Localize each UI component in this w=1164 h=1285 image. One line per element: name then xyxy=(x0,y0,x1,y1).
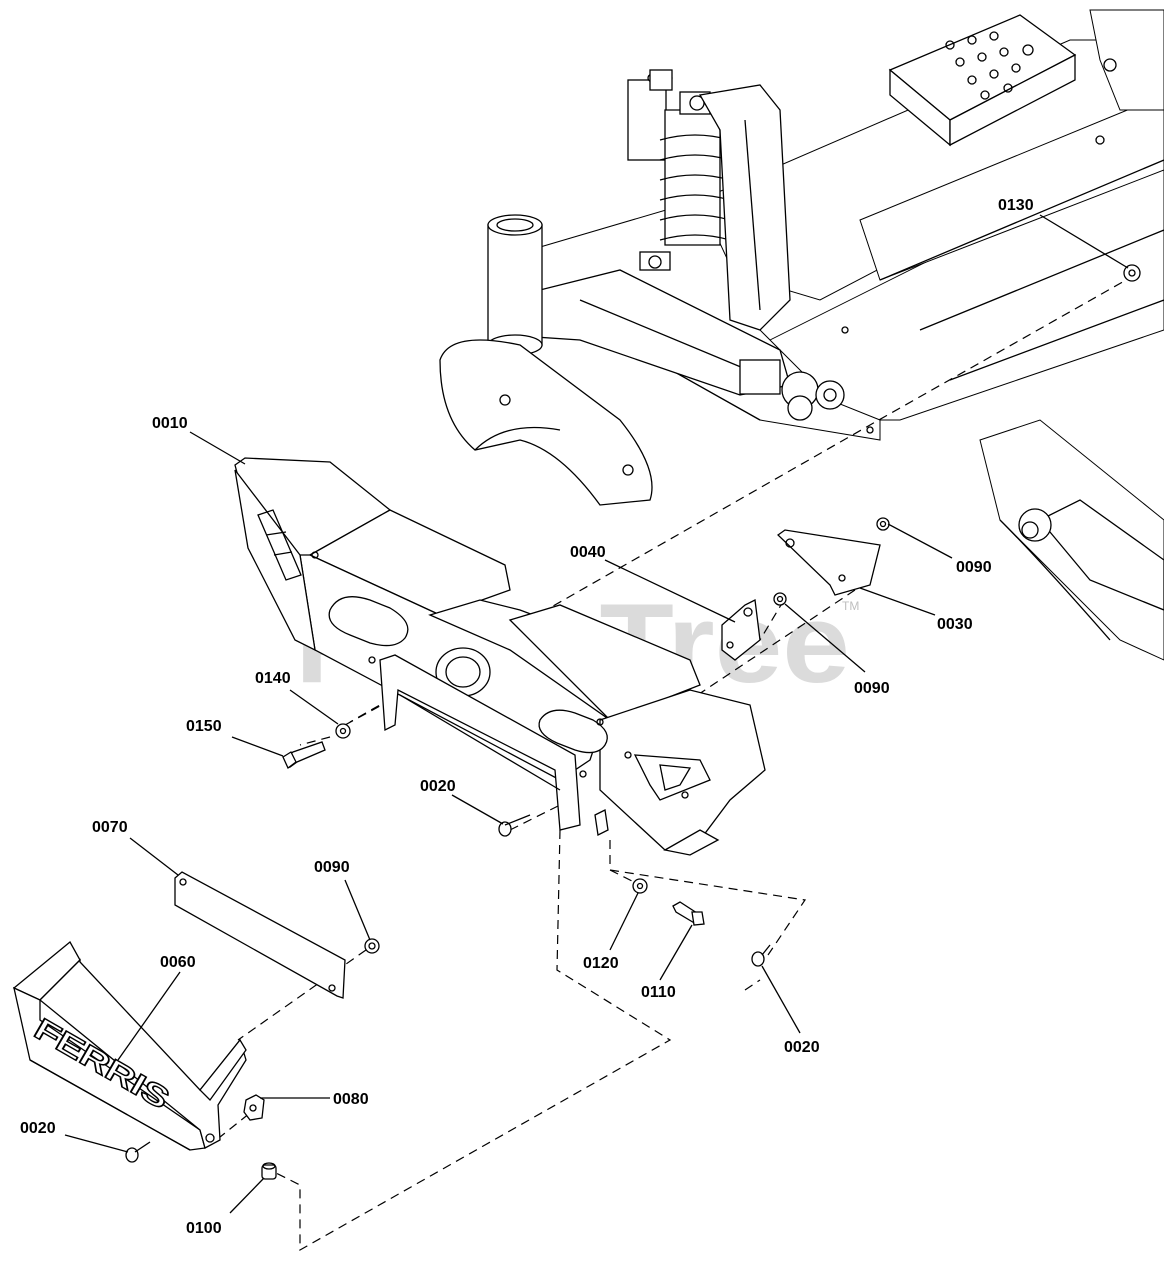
nut-0090-b xyxy=(773,592,787,606)
callout-0040: 0040 xyxy=(570,544,606,561)
callout-0020-c: 0020 xyxy=(20,1120,56,1137)
callout-0090-b: 0090 xyxy=(854,680,890,697)
nut-0090-a xyxy=(876,517,890,531)
watermark-tm: TM xyxy=(842,599,859,613)
carriage-bolt-0020-a xyxy=(498,814,531,837)
carriage-bolt-0020-c xyxy=(125,1141,151,1163)
callout-0070: 0070 xyxy=(92,819,128,836)
shock-absorber xyxy=(627,69,731,271)
callout-0130: 0130 xyxy=(998,197,1034,214)
callout-0150: 0150 xyxy=(186,718,222,735)
plate-0070 xyxy=(174,871,346,999)
washer-0120 xyxy=(632,878,648,894)
mower-frame xyxy=(439,9,1164,661)
callout-0110: 0110 xyxy=(641,984,676,1001)
bolt-0150 xyxy=(282,741,326,770)
nut-0130 xyxy=(1123,264,1141,282)
ferris-guard-0060: FERRIS xyxy=(12,941,247,1151)
callout-0060: 0060 xyxy=(160,954,196,971)
support-tube xyxy=(379,654,609,836)
caster-tube xyxy=(487,214,543,356)
bolt-0110 xyxy=(672,901,705,926)
callout-0090-c: 0090 xyxy=(314,859,350,876)
leader-lines xyxy=(64,214,1129,1214)
callout-0020-b: 0020 xyxy=(784,1039,820,1056)
callout-0080: 0080 xyxy=(333,1091,369,1108)
callout-0140: 0140 xyxy=(255,670,291,687)
callout-0030: 0030 xyxy=(937,616,973,633)
caster-fork xyxy=(439,339,653,506)
mount-bracket-0040 xyxy=(721,599,761,661)
plate-0030 xyxy=(776,529,881,596)
foot-plate xyxy=(888,14,1077,147)
clip-nut-0080 xyxy=(243,1094,265,1121)
washer-0140 xyxy=(335,723,351,739)
callout-0090-a: 0090 xyxy=(956,559,992,576)
callout-labels: 0010 0130 0040 0090 0030 0090 0140 0150 … xyxy=(20,197,1034,1237)
hardware xyxy=(125,264,1141,1180)
spacer-0100 xyxy=(261,1162,277,1180)
nut-0090-c xyxy=(364,938,380,954)
callout-0020-a: 0020 xyxy=(420,778,456,795)
callout-0100: 0100 xyxy=(186,1220,222,1237)
callout-0120: 0120 xyxy=(583,955,619,972)
carriage-bolt-0020-b xyxy=(751,944,771,967)
callout-0010: 0010 xyxy=(152,415,188,432)
